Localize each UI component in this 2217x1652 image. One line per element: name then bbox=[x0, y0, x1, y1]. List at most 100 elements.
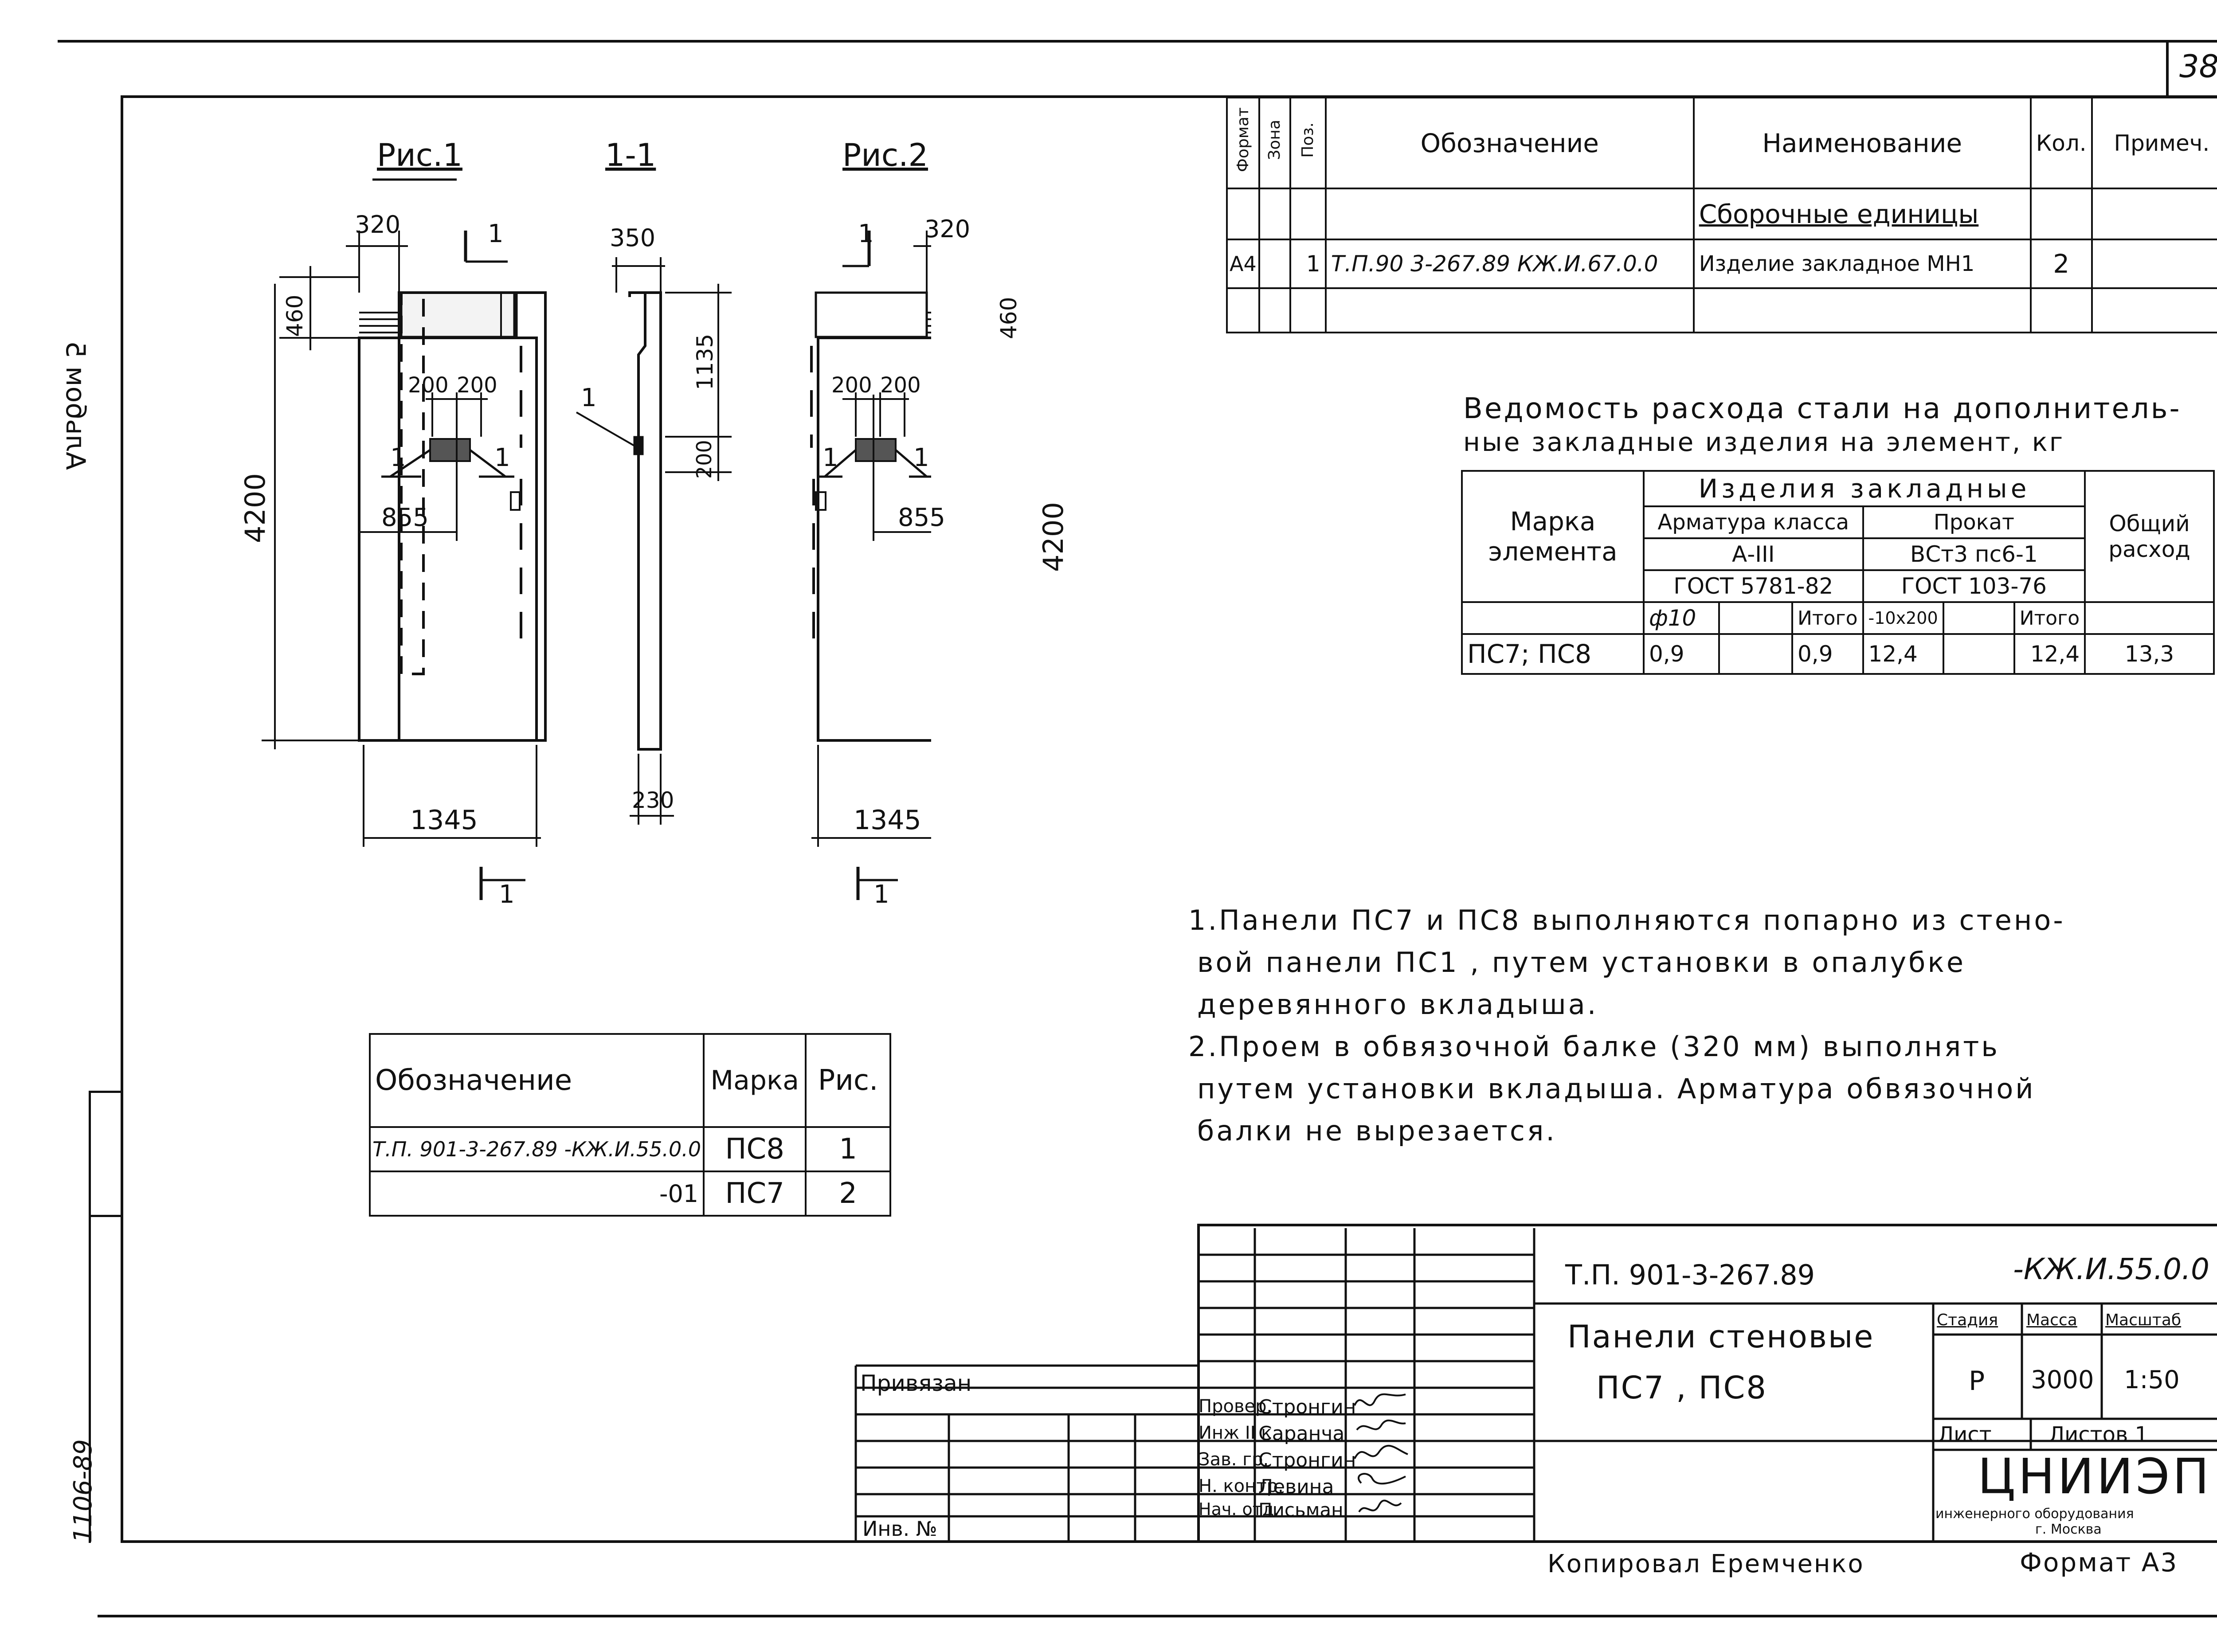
marks-row1-mark: ПС8 bbox=[703, 1126, 807, 1172]
spec-header-format: Формат bbox=[1226, 97, 1260, 189]
fig2-dim-offset: 855 bbox=[898, 503, 945, 532]
title-doc-suffix: -КЖ.И.55.0.0 bbox=[2013, 1252, 2210, 1286]
marks-row2-fig: 2 bbox=[805, 1170, 891, 1217]
title-stage-label: Стадия bbox=[1937, 1311, 1998, 1329]
note-line-2: вой панели ПС1 , путем установки в опалу… bbox=[1197, 946, 1966, 979]
section-profile bbox=[576, 291, 662, 751]
title-bound-label: Привязан bbox=[860, 1370, 972, 1396]
spec-table: Формат Зона Поз. Обозначение Наименовани… bbox=[1226, 97, 2217, 333]
signer-role-5: Нач. отд. bbox=[1199, 1499, 1280, 1519]
spec-row-format: А4 bbox=[1226, 239, 1260, 289]
fig1-dimensions bbox=[262, 231, 541, 900]
steel-sub-2 bbox=[1718, 601, 1793, 635]
title-doc-code: Т.П. 901-3-267.89 bbox=[1565, 1259, 1815, 1291]
signatures bbox=[1354, 1393, 1408, 1513]
top-border-line bbox=[58, 40, 2217, 43]
footer-format: Формат А3 bbox=[2020, 1547, 2178, 1578]
steel-sub-1: ф10 bbox=[1643, 601, 1720, 635]
fig2-dim-gap-b: 200 bbox=[880, 373, 921, 398]
steel-row-v3: 0,9 bbox=[1791, 633, 1864, 675]
note-line-6: балки не вырезается. bbox=[1197, 1115, 1557, 1147]
steel-row-v1: 0,9 bbox=[1643, 633, 1720, 675]
steel-row-v6: 12,4 bbox=[2013, 633, 2086, 675]
fig1-title: Рис.1 bbox=[377, 137, 462, 173]
steel-sub-6: Итого bbox=[2013, 601, 2086, 635]
title-scale-label: Масштаб bbox=[2105, 1311, 2182, 1329]
spec-row-name: Изделие закладное МН1 bbox=[1692, 239, 2032, 289]
margin-strip bbox=[89, 1091, 121, 1543]
steel-rolled-header: Прокат bbox=[1862, 505, 2086, 539]
signer-role-2: Инж II к bbox=[1199, 1423, 1272, 1443]
fig2-section-mark-bottom: 1 bbox=[873, 880, 889, 909]
spec-header-designation: Обозначение bbox=[1324, 97, 1695, 189]
title-line2: ПС7 , ПС8 bbox=[1596, 1370, 1767, 1406]
steel-total-header: Общий расход bbox=[2084, 470, 2215, 603]
title-stage: Р bbox=[1969, 1366, 1985, 1397]
signer-role-3: Зав. гр. bbox=[1199, 1449, 1269, 1470]
marks-header-mark: Марка bbox=[703, 1033, 807, 1128]
sheet-number: 38 bbox=[2179, 48, 2217, 85]
fig2-dim-width: 1345 bbox=[854, 805, 921, 836]
title-org-sub1: инженерного оборудования bbox=[1935, 1506, 2134, 1522]
spec-header-pos: Поз. bbox=[1289, 97, 1327, 189]
fig2-section-mark-top: 1 bbox=[858, 219, 874, 248]
fig1-panel bbox=[358, 178, 547, 742]
note-line-3: деревянного вкладыша. bbox=[1197, 988, 1598, 1021]
fig1-dim-top-width: 320 bbox=[355, 211, 401, 239]
marks-row2-mark: ПС7 bbox=[703, 1170, 807, 1217]
spec-row-pos: 1 bbox=[1289, 239, 1327, 289]
steel-sub-3: Итого bbox=[1791, 601, 1864, 635]
fig2-callout-left: 1 bbox=[823, 443, 838, 472]
marks-header-fig: Рис. bbox=[805, 1033, 891, 1128]
steel-rebar-gost: ГОСТ 5781-82 bbox=[1643, 569, 1864, 603]
title-sheets-label: Листов 1 bbox=[2049, 1422, 2149, 1447]
fig1-section-mark-top: 1 bbox=[488, 219, 504, 248]
signer-name-3: Стронгин bbox=[1258, 1449, 1356, 1472]
steel-row-total: 13,3 bbox=[2084, 633, 2215, 675]
title-sheet-label: Лист bbox=[1938, 1422, 1992, 1447]
steel-title-line1: Ведомость расхода стали на дополнитель- bbox=[1463, 392, 2182, 425]
fig1-dim-offset: 855 bbox=[381, 503, 429, 532]
steel-row-v5 bbox=[1942, 633, 2015, 675]
title-inv-label: Инв. № bbox=[862, 1517, 937, 1541]
bottom-border-line bbox=[98, 1615, 2217, 1617]
marks-row2-designation: -01 bbox=[368, 1170, 705, 1217]
note-line-5: путем установки вкладыша. Арматура обвяз… bbox=[1197, 1073, 2036, 1105]
steel-rolled-grade: ВСт3 пс6-1 bbox=[1862, 537, 2086, 571]
panel-drawings bbox=[262, 178, 931, 900]
section-dimensions bbox=[612, 257, 732, 825]
spec-header-note: Примеч. bbox=[2091, 97, 2217, 189]
drawing-frame bbox=[121, 95, 2217, 1543]
signer-name-2: Саранча bbox=[1258, 1422, 1345, 1445]
title-mass: 3000 bbox=[2031, 1366, 2094, 1394]
footer-copied: Копировал Еремченко bbox=[1547, 1550, 1864, 1578]
fig2-panel bbox=[810, 291, 931, 742]
marks-row1-fig: 1 bbox=[805, 1126, 891, 1172]
spec-row-qty: 2 bbox=[2029, 239, 2093, 289]
steel-row-mark: ПС7; ПС8 bbox=[1461, 633, 1645, 675]
steel-group-header: Изделия закладные bbox=[1642, 470, 2086, 507]
sheet-number-box bbox=[2166, 40, 2217, 98]
spec-header-name: Наименование bbox=[1692, 97, 2032, 189]
marks-table: Обозначение Марка Рис. Т.П. 901-3-267.89… bbox=[368, 1033, 891, 1217]
fig1-section-mark-bottom: 1 bbox=[499, 880, 515, 909]
note-line-4: 2.Проем в обвязочной балке (320 мм) выпо… bbox=[1188, 1030, 2000, 1063]
steel-table: Марка элемента Изделия закладные Общий р… bbox=[1461, 470, 2215, 675]
steel-title-line2: ные закладные изделия на элемент, кг bbox=[1463, 427, 2065, 457]
fig2-dimensions bbox=[811, 231, 931, 900]
note-line-1: 1.Панели ПС7 и ПС8 выполняются попарно и… bbox=[1188, 904, 2065, 936]
title-line1: Панели стеновые bbox=[1567, 1319, 1875, 1355]
signer-name-1: Стронгин bbox=[1258, 1396, 1356, 1418]
title-org-sub2: г. Москва bbox=[2035, 1522, 2102, 1537]
steel-mark-header: Марка элемента bbox=[1461, 470, 1645, 603]
fig1-dim-gap-a: 200 bbox=[408, 373, 449, 398]
fig2-callout-right: 1 bbox=[913, 443, 929, 472]
spec-header-zone: Зона bbox=[1258, 97, 1291, 189]
spec-row-designation: Т.П.90 3-267.89 КЖ.И.67.0.0 bbox=[1324, 239, 1695, 289]
signer-name-4: Левина bbox=[1258, 1476, 1334, 1498]
title-block bbox=[1197, 1224, 2217, 1543]
fig2-dim-top-width: 320 bbox=[924, 215, 971, 243]
spec-row-zone bbox=[1258, 239, 1291, 289]
section-dim-top-width: 350 bbox=[610, 224, 656, 252]
